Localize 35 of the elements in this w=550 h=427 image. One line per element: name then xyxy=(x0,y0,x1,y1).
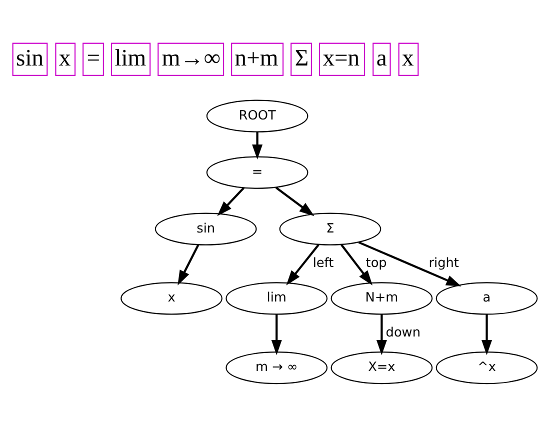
label: Σ xyxy=(294,45,309,72)
arrow xyxy=(217,187,245,216)
arrow xyxy=(340,244,373,286)
node-ellipse: ^x xyxy=(436,351,538,384)
label: m→∞ xyxy=(162,45,221,72)
label: x xyxy=(402,45,414,72)
arrow xyxy=(376,314,387,356)
label: = xyxy=(86,45,100,72)
label: n+m xyxy=(234,45,278,72)
node-ellipse: a xyxy=(436,282,538,315)
node-ellipse: Σ xyxy=(279,212,382,246)
node-ellipse: lim xyxy=(226,282,328,315)
node-ellipse: sin xyxy=(154,212,257,246)
node-ellipse: N+m xyxy=(330,282,433,315)
arrow xyxy=(358,241,462,286)
node-ellipse: = xyxy=(206,156,308,189)
arrow xyxy=(482,314,492,356)
label: lim xyxy=(114,45,146,72)
label: a xyxy=(376,45,387,72)
label: x=n xyxy=(322,45,360,72)
edge-label: down xyxy=(386,325,420,340)
node-ellipse: x xyxy=(120,282,222,315)
node-ellipse: X=x xyxy=(330,351,433,384)
arrow xyxy=(275,186,314,216)
arrow xyxy=(286,244,320,286)
arrow xyxy=(178,244,200,286)
node-ellipse: m → ∞ xyxy=(226,351,328,384)
label: x xyxy=(58,45,71,72)
label: sin xyxy=(16,45,44,72)
edge-label: right xyxy=(428,256,459,272)
edge-label: left xyxy=(312,256,334,272)
node-ellipse: ROOT xyxy=(206,100,308,132)
arrow xyxy=(252,132,263,160)
arrow xyxy=(271,314,282,356)
edge-label: top xyxy=(366,256,387,272)
